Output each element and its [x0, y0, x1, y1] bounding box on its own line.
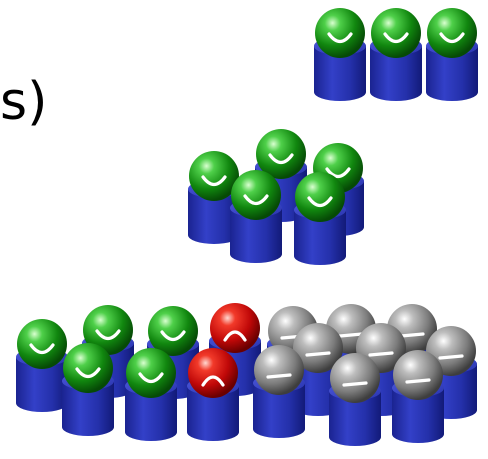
- agent-sad: [187, 348, 239, 441]
- smile-mouth: [268, 153, 294, 165]
- smile-mouth: [383, 32, 409, 44]
- flat-mouth: [438, 354, 464, 360]
- cylinder-body: [370, 46, 422, 101]
- cylinder-body: [329, 391, 381, 446]
- agent-happy: [426, 8, 478, 101]
- agent-happy: [125, 348, 177, 441]
- head-sphere: [256, 129, 306, 179]
- cylinder-body: [16, 357, 68, 412]
- flat-mouth: [405, 378, 431, 384]
- agent-happy: [294, 172, 346, 265]
- smile-mouth: [138, 372, 164, 384]
- agent-happy: [16, 319, 68, 412]
- smile-mouth: [325, 167, 351, 179]
- cylinder-body: [294, 210, 346, 265]
- agent-happy: [314, 8, 366, 101]
- head-sphere: [293, 323, 343, 373]
- smile-mouth: [327, 32, 353, 44]
- cylinder-body: [426, 46, 478, 101]
- head-sphere: [148, 306, 198, 356]
- smile-mouth: [307, 196, 333, 208]
- smile-mouth: [95, 329, 121, 341]
- head-sphere: [330, 353, 380, 403]
- head-sphere: [188, 348, 238, 398]
- cylinder-body: [230, 208, 282, 263]
- head-sphere: [126, 348, 176, 398]
- head-sphere: [393, 350, 443, 400]
- smile-mouth: [243, 194, 269, 206]
- head-sphere: [371, 8, 421, 58]
- agent-happy: [370, 8, 422, 101]
- smile-mouth: [160, 330, 186, 342]
- smile-mouth: [29, 343, 55, 355]
- head-sphere: [63, 343, 113, 393]
- agent-happy: [62, 343, 114, 436]
- head-sphere: [83, 305, 133, 355]
- agent-happy: [230, 170, 282, 263]
- cylinder-body: [314, 46, 366, 101]
- head-sphere: [254, 345, 304, 395]
- flat-mouth: [305, 351, 331, 357]
- head-sphere: [210, 303, 260, 353]
- flat-mouth: [368, 351, 394, 357]
- flat-mouth: [342, 381, 368, 387]
- frown-mouth: [223, 330, 247, 342]
- smile-mouth: [201, 175, 227, 187]
- cylinder-body: [62, 381, 114, 436]
- agent-neutral: [329, 353, 381, 446]
- flat-mouth: [266, 373, 292, 379]
- agent-neutral: [253, 345, 305, 438]
- frown-mouth: [201, 375, 225, 387]
- smile-mouth: [75, 367, 101, 379]
- head-sphere: [231, 170, 281, 220]
- smile-mouth: [439, 32, 465, 44]
- cylinder-body: [392, 388, 444, 443]
- flat-mouth: [338, 332, 364, 338]
- partial-label-text: s): [0, 72, 48, 132]
- agent-happy: [188, 151, 240, 244]
- head-sphere: [427, 8, 477, 58]
- cylinder-body: [125, 386, 177, 441]
- head-sphere: [189, 151, 239, 201]
- cylinder-body: [187, 386, 239, 441]
- head-sphere: [17, 319, 67, 369]
- agent-neutral: [392, 350, 444, 443]
- flat-mouth: [399, 332, 425, 338]
- cylinder-body: [188, 189, 240, 244]
- cylinder-body: [253, 383, 305, 438]
- head-sphere: [295, 172, 345, 222]
- head-sphere: [315, 8, 365, 58]
